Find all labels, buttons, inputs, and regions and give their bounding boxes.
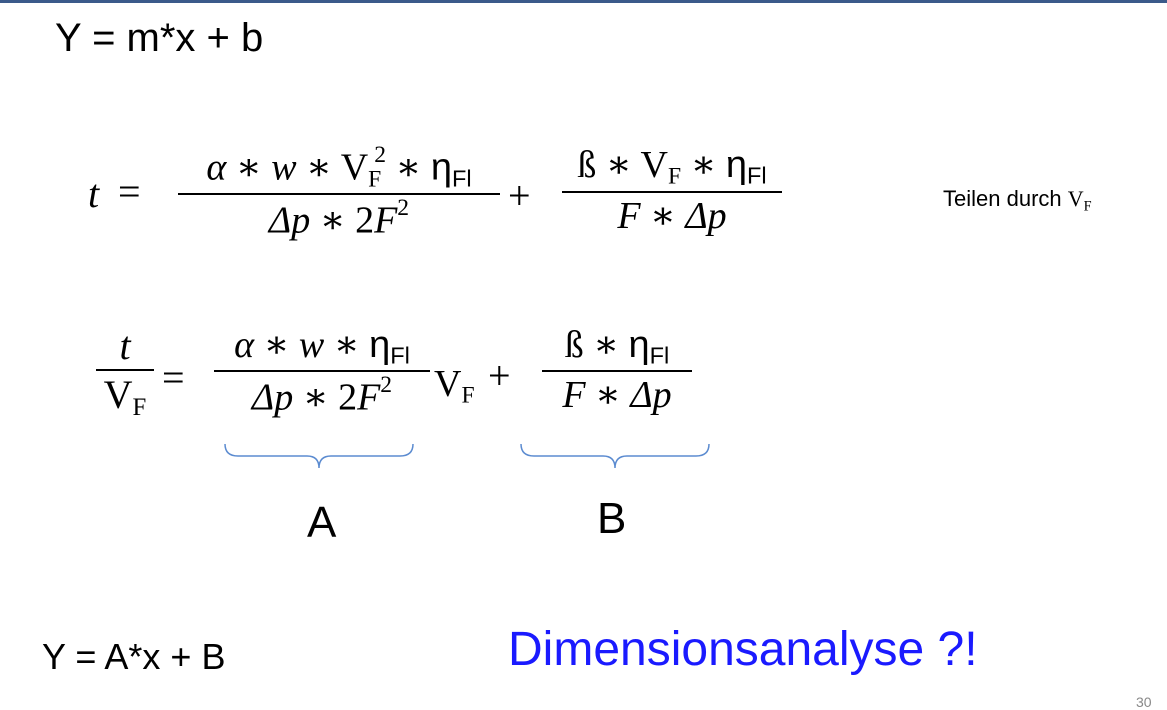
- brace-b: [520, 443, 710, 469]
- eq2-lhs-numerator: t: [119, 323, 131, 368]
- eq2-lhs-fraction: t VF: [96, 322, 154, 422]
- linear-form-heading: Y = m*x + b: [55, 16, 264, 60]
- hint-divide-by-vf: Teilen durch VF: [943, 186, 1092, 215]
- eq1-f1-numerator: α ∗ w ∗ VF2 ∗ ηFl: [206, 142, 472, 193]
- eq2-f1-denominator: Δp ∗ 2F2: [251, 371, 393, 419]
- eq2-vf: VF: [434, 363, 475, 409]
- brace-a: [224, 443, 414, 469]
- question-dimension-analysis: Dimensionsanalyse ?!: [508, 623, 978, 676]
- eq2-equals: =: [162, 355, 185, 400]
- eq1-lhs: t: [88, 171, 100, 216]
- eq2-lhs-bar: [96, 369, 154, 371]
- eq2-fraction-1: α ∗ w ∗ ηFl Δp ∗ 2F2: [214, 322, 430, 419]
- page-number: 30: [1136, 694, 1152, 710]
- label-a: A: [307, 498, 337, 547]
- eq1-f1-denominator: Δp ∗ 2F2: [268, 195, 410, 242]
- eq1-f2-denominator: F ∗ Δp: [617, 194, 727, 237]
- eq1-equals: =: [118, 169, 141, 214]
- eq1-f1-bar: [178, 193, 500, 196]
- eq2-f2-bar: [542, 369, 692, 372]
- eq2-plus: +: [488, 353, 511, 398]
- result-linear-form: Y = A*x + B: [42, 636, 226, 677]
- eq2-f2-numerator: ß ∗ ηFl: [564, 324, 670, 369]
- eq1-fraction-1: α ∗ w ∗ VF2 ∗ ηFl Δp ∗ 2F2: [178, 142, 500, 243]
- eq2-f1-bar: [214, 369, 430, 372]
- eq1-plus: +: [508, 173, 531, 218]
- eq2-fraction-2: ß ∗ ηFl F ∗ Δp: [542, 322, 692, 417]
- label-b: B: [597, 494, 627, 543]
- top-rule: [0, 0, 1167, 3]
- eq2-f2-denominator: F ∗ Δp: [562, 373, 672, 416]
- eq1-fraction-2: ß ∗ VF ∗ ηFl F ∗ Δp: [562, 142, 782, 238]
- eq2-lhs-denominator: VF: [103, 372, 147, 421]
- eq1-f2-numerator: ß ∗ VF ∗ ηFl: [577, 144, 767, 190]
- eq1-f2-bar: [562, 190, 782, 193]
- eq2-f1-numerator: α ∗ w ∗ ηFl: [234, 324, 410, 369]
